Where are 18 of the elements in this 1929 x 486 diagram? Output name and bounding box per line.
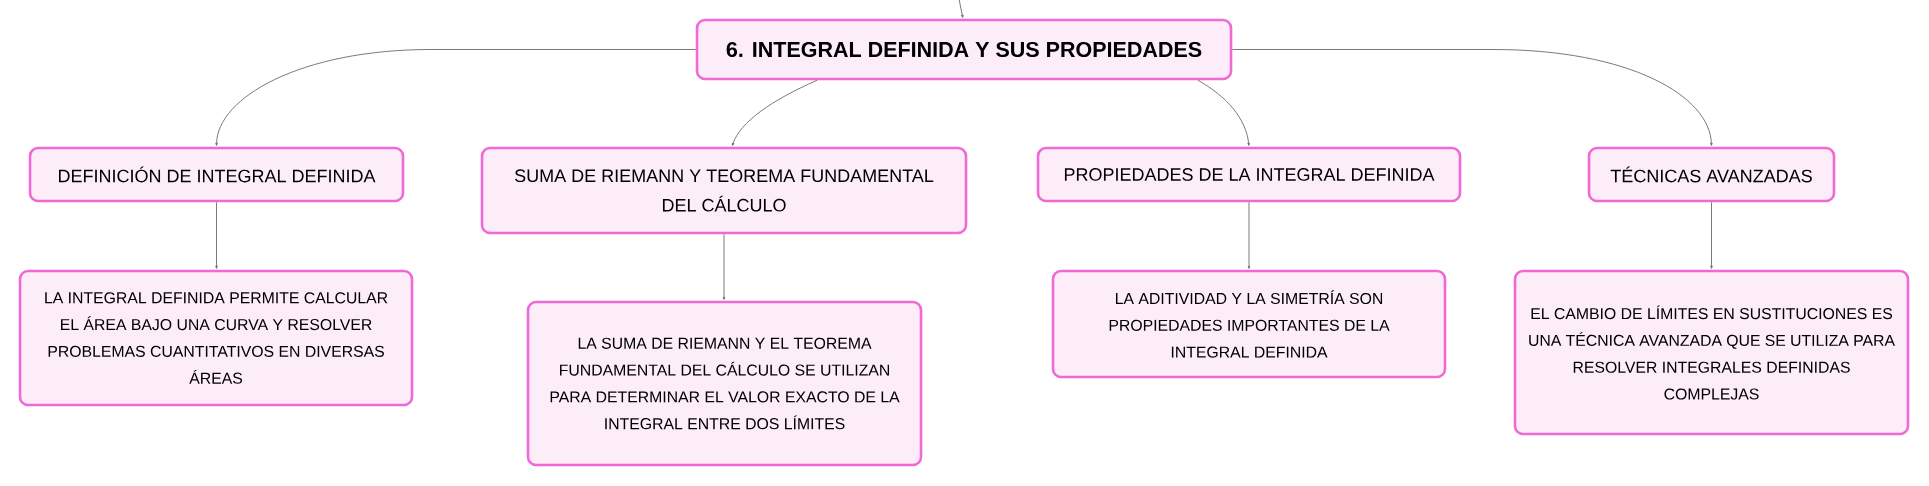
subtopic-box: TÉCNICAS AVANZADAS bbox=[1587, 146, 1836, 203]
connector-arrow bbox=[1710, 201, 1713, 269]
topic-box: 6. INTEGRAL DEFINIDA Y SUS PROPIEDADES bbox=[695, 18, 1233, 81]
connector-arrow bbox=[958, 0, 964, 18]
subtopic-box: SUMA DE RIEMANN Y TEOREMA FUNDAMENTAL DEL CÁLCULO bbox=[480, 146, 968, 235]
description-box: LA ADITIVIDAD Y LA SIMETRÍA SON PROPIEDADES IMPORTANTES DE LA INTEGRAL DEFINIDA bbox=[1051, 269, 1447, 379]
connector-arrow bbox=[722, 233, 726, 300]
connector-arrow bbox=[731, 79, 818, 146]
description-box: LA INTEGRAL DEFINIDA PERMITE CALCULAR EL ÁREA BAJO UNA CURVA Y RESOLVER PROBLEMAS CUANTITATIVOS EN DIVERSAS ÁREAS bbox=[18, 269, 414, 407]
connector-arrow bbox=[1247, 201, 1251, 269]
connector-arrow bbox=[215, 49, 697, 146]
connector-arrow bbox=[1231, 49, 1713, 146]
subtopic-box: DEFINICIÓN DE INTEGRAL DEFINIDA bbox=[28, 146, 405, 203]
description-box: EL CAMBIO DE LÍMITES EN SUSTITUCIONES ES UNA TÉCNICA AVANZADA QUE SE UTILIZA PARA RESOLVER INTEGRALES DEFINIDAS COMPLEJAS bbox=[1513, 269, 1910, 436]
subtopic-box: PROPIEDADES DE LA INTEGRAL DEFINIDA bbox=[1036, 146, 1462, 203]
connector-arrow bbox=[1197, 79, 1250, 146]
description-box: LA SUMA DE RIEMANN Y EL TEOREMA FUNDAMENTAL DEL CÁLCULO SE UTILIZAN PARA DETERMINAR EL VALOR EXACTO DE LA INTEGRAL ENTRE DOS LÍMITES bbox=[526, 300, 923, 467]
connector-arrow bbox=[215, 201, 218, 269]
